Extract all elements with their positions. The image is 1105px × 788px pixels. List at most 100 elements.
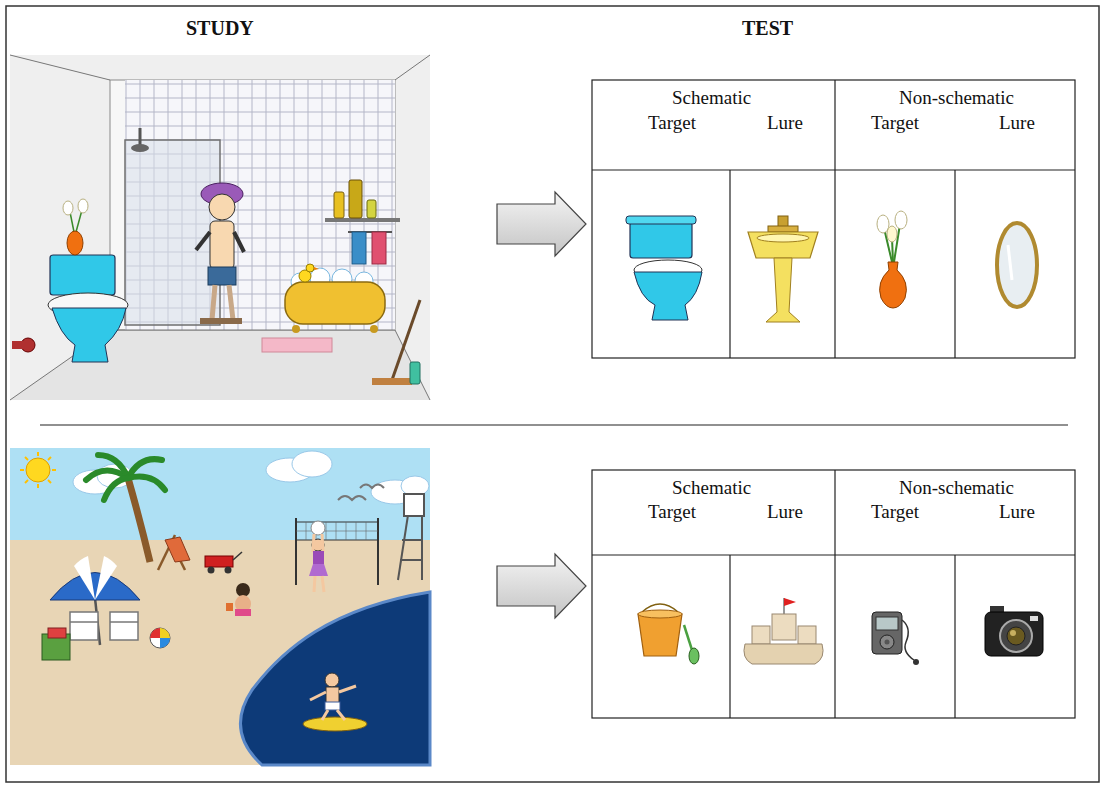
bucket-icon	[689, 648, 699, 664]
beach-scene	[50, 573, 140, 601]
beach-scene	[313, 534, 314, 552]
bathroom-scene	[372, 378, 412, 385]
sandcastle-icon	[744, 598, 823, 664]
row-divider	[40, 424, 1068, 425]
beach-scene	[20, 452, 56, 488]
test-table	[834, 470, 835, 718]
beach-scene	[400, 559, 422, 561]
mp3-player-icon	[885, 640, 890, 645]
beach-scene	[37, 452, 39, 456]
table-header: Target	[648, 113, 696, 134]
mirror-icon	[1008, 245, 1012, 280]
bathroom-scene	[10, 55, 430, 400]
vase-icon	[887, 226, 897, 242]
beach-scene	[325, 702, 340, 710]
mp3-player-icon	[880, 635, 894, 649]
bathroom-scene	[50, 255, 115, 295]
toilet-icon	[634, 272, 702, 320]
toilet-icon	[630, 222, 692, 258]
toilet-icon	[626, 216, 702, 320]
mp3-player-icon	[876, 617, 898, 630]
bathroom-scene	[325, 218, 400, 222]
sink-icon	[768, 226, 798, 232]
beach-scene	[309, 564, 328, 576]
beach-scene	[160, 628, 170, 638]
beach-scene	[225, 567, 232, 574]
camera-icon	[1007, 627, 1025, 645]
beach-scene	[48, 628, 66, 638]
mp3-player-icon	[872, 612, 919, 665]
beach-scene	[314, 576, 315, 592]
table-header: Non-schematic	[899, 478, 1014, 499]
table-header: Schematic	[672, 88, 751, 109]
beach-scene	[128, 477, 165, 491]
test-table	[592, 169, 1075, 170]
beach-scene	[70, 621, 98, 623]
bathroom-scene	[10, 55, 110, 80]
mp3-player-icon	[913, 659, 919, 665]
block-arrow	[497, 192, 586, 256]
bathroom-scene	[395, 330, 430, 400]
beach-scene	[20, 469, 24, 471]
bathroom-scene	[12, 341, 28, 349]
sink-icon	[766, 258, 800, 322]
camera-icon	[1000, 620, 1032, 652]
beach-scene	[74, 556, 95, 600]
panel-heading: TEST	[742, 17, 793, 39]
beach-scene	[25, 457, 28, 460]
beach-scene	[311, 521, 325, 535]
bucket-icon	[638, 604, 699, 664]
block-arrow	[497, 554, 586, 618]
beach-scene	[326, 687, 339, 703]
table-header: Target	[648, 502, 696, 523]
beach-scene	[48, 457, 51, 460]
bucket-icon	[684, 625, 692, 650]
test-table	[592, 80, 1075, 358]
bathroom-scene	[52, 308, 126, 362]
bathroom-scene	[349, 180, 362, 218]
vase-icon	[880, 262, 907, 308]
bathroom-scene	[196, 232, 210, 250]
bathroom-scene	[370, 325, 378, 333]
table-header: Target	[871, 113, 919, 134]
beach-scene	[70, 612, 98, 640]
table-header: Lure	[767, 113, 803, 134]
test-table	[729, 555, 730, 718]
mp3-player-icon	[872, 612, 902, 654]
beach-scene	[325, 673, 339, 687]
bathroom-scene	[285, 282, 385, 324]
beach-scene	[104, 478, 128, 500]
table-header: Lure	[767, 502, 803, 523]
bathroom-scene	[200, 318, 242, 324]
sandcastle-icon	[752, 626, 770, 644]
beach-scene	[310, 692, 326, 700]
beach-scene	[292, 451, 332, 477]
bathroom-scene	[395, 55, 430, 80]
bathroom-scene	[131, 144, 149, 152]
beach-scene	[52, 469, 56, 471]
beach-scene	[226, 603, 233, 611]
bathroom-scene	[410, 362, 420, 384]
bathroom-scene	[229, 285, 233, 320]
beach-scene	[48, 480, 51, 483]
toilet-icon	[626, 216, 696, 224]
beach-scene	[322, 576, 324, 592]
sink-icon	[748, 216, 818, 322]
beach-scene	[128, 478, 150, 562]
bathroom-scene	[110, 80, 395, 330]
beach-scene	[235, 609, 251, 616]
vase-icon	[877, 211, 907, 308]
beach-scene	[10, 448, 430, 765]
beach-scene	[25, 480, 28, 483]
beach-scene	[233, 552, 242, 560]
beach-scene	[208, 567, 215, 574]
beach-scene	[150, 628, 160, 638]
test-table	[592, 80, 1075, 358]
beach-scene	[313, 551, 324, 565]
camera-icon	[985, 612, 1043, 656]
bathroom-scene	[110, 330, 395, 331]
sandcastle-icon	[744, 644, 823, 664]
sink-icon	[757, 234, 809, 242]
table-header: Target	[871, 502, 919, 523]
test-table	[954, 555, 955, 718]
